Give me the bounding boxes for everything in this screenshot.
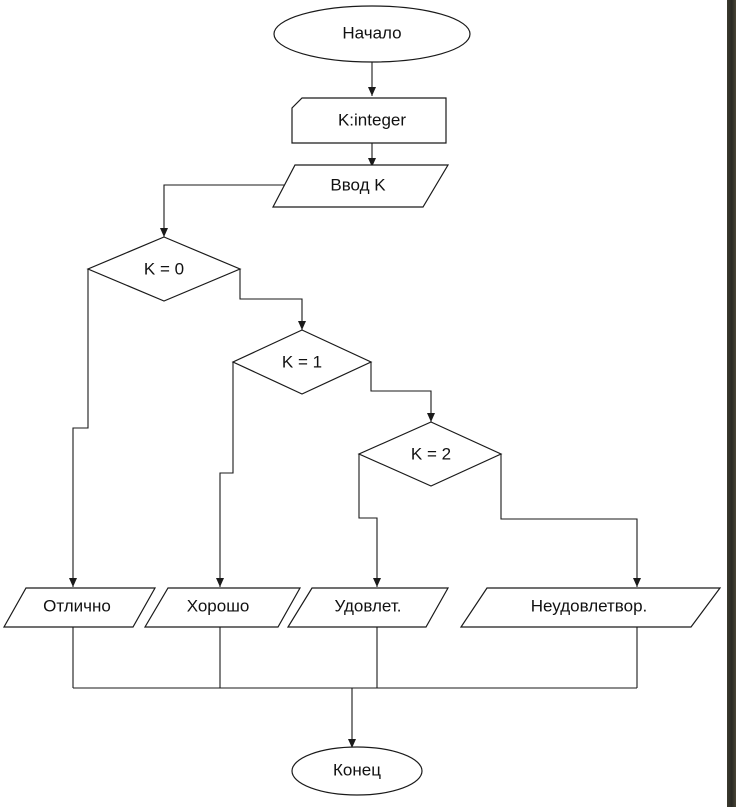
node-out3-label: Неудовлетвор. xyxy=(531,596,648,615)
node-start: Начало xyxy=(273,5,471,63)
node-start-label: Начало xyxy=(342,23,401,42)
node-cond0-label: K = 0 xyxy=(144,259,184,278)
node-input-label: Ввод K xyxy=(330,175,386,194)
edges xyxy=(69,62,641,748)
edge-input-cond0 xyxy=(160,184,290,237)
node-cond1: K = 1 xyxy=(231,329,373,395)
node-cond1-label: K = 1 xyxy=(282,352,322,371)
node-end: Конец xyxy=(291,746,423,796)
node-out1-label: Хорошо xyxy=(187,596,250,615)
node-declare: K:integer xyxy=(291,97,447,144)
node-cond2-label: K = 2 xyxy=(411,444,451,463)
node-declare-label: K:integer xyxy=(338,110,406,129)
node-input: Ввод K xyxy=(272,164,450,208)
node-cond2: K = 2 xyxy=(357,421,503,487)
edge-cond2-out2 xyxy=(358,454,381,587)
node-out1: Хорошо xyxy=(143,587,302,628)
edge-cond1-out1 xyxy=(216,362,234,587)
node-cond0: K = 0 xyxy=(86,236,242,302)
window-edge-strip xyxy=(722,0,736,807)
node-out2-label: Удовлет. xyxy=(335,596,402,615)
node-out2: Удовлет. xyxy=(286,587,450,628)
edge-cond2-out3 xyxy=(500,454,641,587)
edge-cond0-out0 xyxy=(69,269,89,587)
edge-cond1-cond2 xyxy=(370,362,435,422)
node-out0: Отлично xyxy=(2,587,157,628)
edge-cond0-cond1 xyxy=(239,269,306,330)
node-end-label: Конец xyxy=(333,760,381,779)
node-out0-label: Отлично xyxy=(43,596,111,615)
node-out3: Неудовлетвор. xyxy=(459,587,722,628)
